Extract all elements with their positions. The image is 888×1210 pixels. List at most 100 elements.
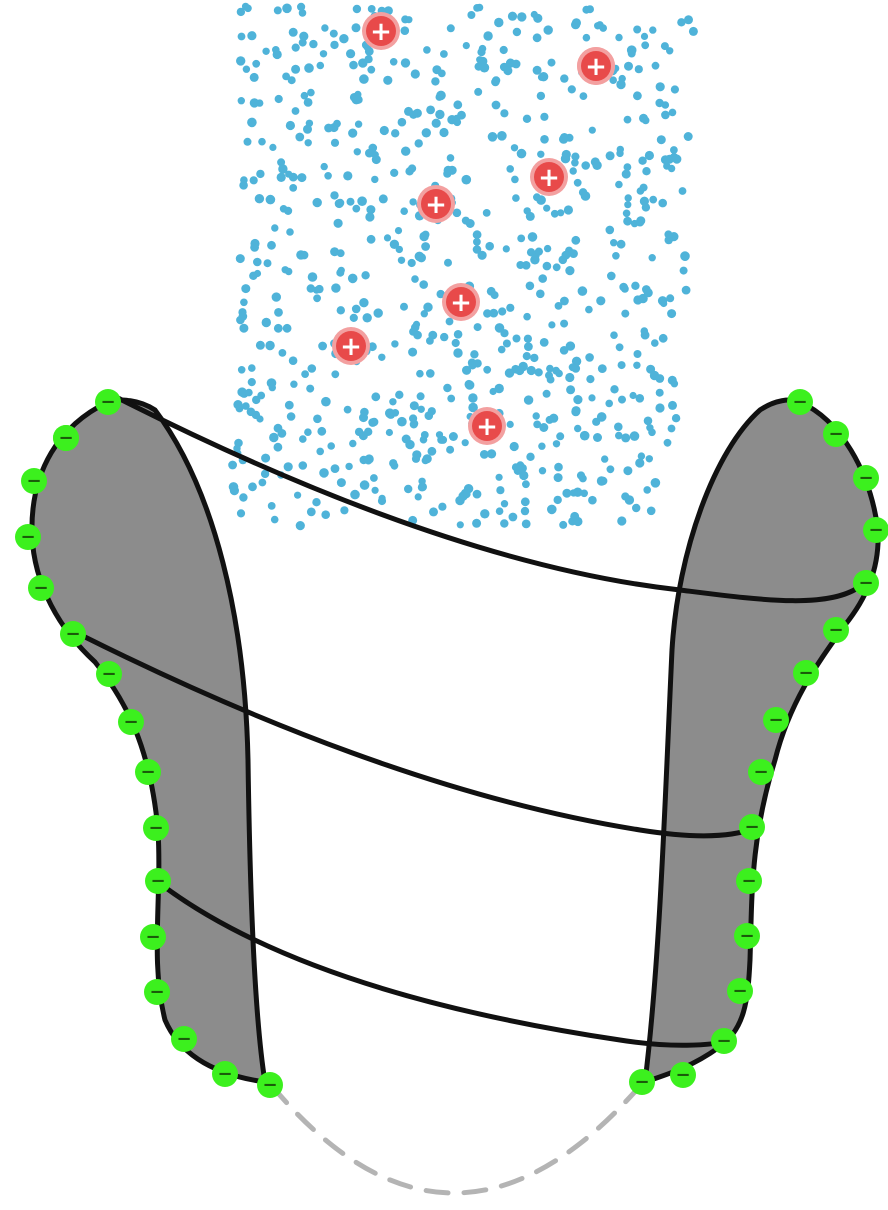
negative-charge-left: −	[118, 709, 144, 735]
particle-dot	[297, 3, 305, 11]
negative-charge-right: −	[739, 814, 765, 840]
negative-sign: −	[217, 1064, 232, 1085]
particle-dot	[321, 163, 328, 170]
particle-dot	[668, 425, 676, 433]
particle-dot	[250, 239, 259, 248]
particle-dot	[473, 238, 481, 246]
particle-dot	[431, 77, 439, 85]
particle-dot	[239, 493, 247, 501]
particle-dot	[522, 520, 531, 529]
positive-ion: +	[530, 158, 568, 196]
particle-dot	[383, 76, 392, 85]
particle-dot	[669, 109, 677, 117]
particle-dot	[570, 167, 577, 174]
particle-dot	[588, 496, 597, 505]
particle-dot	[512, 194, 520, 202]
particle-dot	[438, 503, 446, 511]
particle-dot	[352, 95, 361, 104]
particle-dot	[367, 66, 375, 74]
negative-charge-left: −	[21, 468, 47, 494]
particle-dot	[400, 207, 408, 215]
particle-dot	[512, 463, 520, 471]
particle-dot	[571, 407, 580, 416]
particle-dot	[337, 306, 345, 314]
particle-dot	[553, 263, 561, 271]
particle-dot	[371, 176, 378, 183]
negative-charge-right: −	[629, 1069, 655, 1095]
negative-charge-left: −	[28, 575, 54, 601]
negative-charge-right: −	[763, 707, 789, 733]
particle-dot	[444, 166, 453, 175]
particle-dot	[511, 176, 519, 184]
particle-dot	[655, 374, 664, 383]
particle-dot	[548, 59, 556, 67]
particle-dot	[389, 398, 396, 405]
particle-dot	[436, 91, 446, 101]
particle-dot	[537, 92, 545, 100]
particle-dot	[618, 396, 626, 404]
particle-dot	[580, 92, 588, 100]
negative-sign: −	[828, 424, 843, 445]
particle-dot	[560, 320, 568, 328]
particle-dot	[521, 497, 530, 506]
particle-dot	[647, 507, 656, 516]
particle-dot	[408, 348, 417, 357]
particle-dot	[607, 465, 615, 473]
particle-dot	[304, 63, 314, 73]
particle-dot	[319, 468, 329, 478]
particle-dot	[250, 73, 259, 82]
particle-dot	[398, 257, 405, 264]
particle-dot	[636, 216, 645, 225]
particle-dot	[410, 401, 419, 410]
particle-dot	[598, 364, 607, 373]
particle-dot	[239, 312, 248, 321]
particle-dot	[391, 340, 398, 347]
particle-dot	[400, 303, 408, 311]
particle-dot	[368, 5, 376, 13]
particle-dot	[453, 100, 462, 109]
negative-sign: −	[634, 1072, 649, 1093]
particle-dot	[624, 62, 633, 71]
particle-dot	[241, 284, 250, 293]
particle-dot	[423, 46, 431, 54]
positive-sign: +	[585, 52, 607, 82]
particle-dot	[473, 359, 481, 367]
particle-dot	[536, 195, 546, 205]
particle-dot	[494, 18, 503, 27]
particle-dot	[618, 361, 626, 369]
particle-dot	[463, 42, 470, 49]
particle-dot	[643, 486, 651, 494]
particle-dot	[244, 5, 252, 13]
negative-charge-left: −	[15, 524, 41, 550]
particle-dot	[605, 400, 613, 408]
negative-sign: −	[792, 392, 807, 413]
particle-dot	[596, 296, 605, 305]
particle-dot	[360, 456, 368, 464]
particle-dot	[658, 199, 667, 208]
particle-dot	[530, 354, 538, 362]
particle-dot	[307, 284, 315, 292]
particle-dot	[615, 432, 623, 440]
particle-dot	[307, 89, 315, 97]
particle-dot	[372, 487, 379, 494]
particle-dot	[615, 34, 622, 41]
particle-dot	[487, 449, 496, 458]
particle-dot	[300, 251, 309, 260]
particle-dot	[253, 258, 262, 267]
particle-dot	[641, 41, 649, 49]
negative-sign: −	[100, 392, 115, 413]
particle-dot	[570, 512, 579, 521]
particle-dot	[544, 25, 553, 34]
particle-dot	[483, 209, 491, 217]
particle-dot	[352, 305, 361, 314]
particle-dot	[648, 429, 656, 437]
particle-dot	[617, 516, 626, 525]
particle-dot	[415, 493, 422, 500]
particle-dot	[361, 271, 369, 279]
positive-ion: +	[417, 185, 455, 223]
particle-dot	[468, 393, 477, 402]
particle-dot	[405, 16, 412, 23]
particle-dot	[538, 274, 547, 283]
negative-sign: −	[145, 927, 160, 948]
